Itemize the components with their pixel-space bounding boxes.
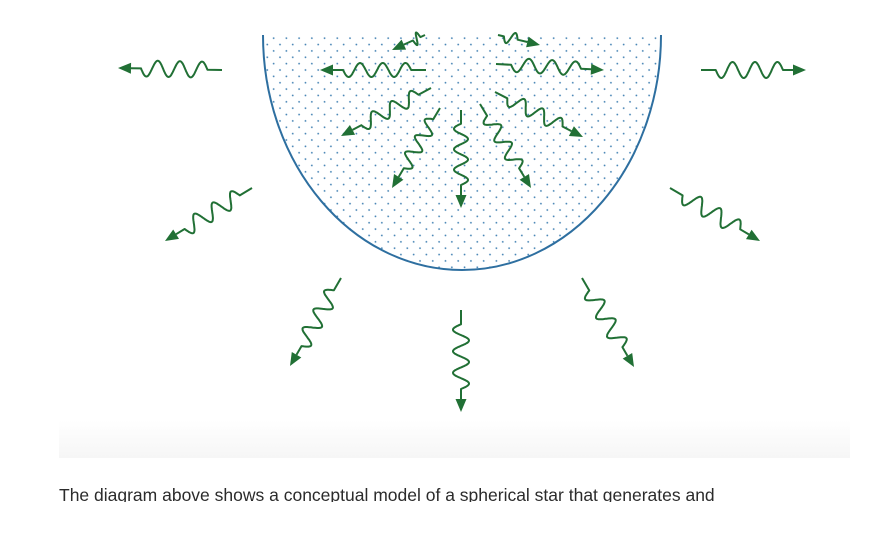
photon-wave <box>333 62 426 78</box>
photon-wave <box>130 59 223 79</box>
photon-outward-lower-right <box>669 187 760 241</box>
photon-inner-right <box>495 57 604 76</box>
photon-wave <box>352 87 432 131</box>
photon-outward-bottom <box>452 310 470 412</box>
star-body <box>262 34 662 271</box>
arrowhead-icon <box>392 39 407 50</box>
photon-wave <box>495 57 592 76</box>
photon-wave <box>494 91 572 132</box>
photon-outward-bottom-right <box>581 277 634 367</box>
arrowhead-icon <box>590 63 604 75</box>
arrowhead-icon <box>320 64 333 76</box>
arrowhead-icon <box>568 126 583 137</box>
arrowhead-icon <box>793 64 806 76</box>
photon-inner-top-left <box>392 31 426 50</box>
arrowhead-icon <box>455 195 467 208</box>
arrowhead-icon <box>622 353 634 367</box>
figure-bottom-edge <box>59 420 850 458</box>
arrowhead-icon <box>526 36 540 48</box>
photon-wave <box>701 61 793 79</box>
photon-wave <box>175 187 253 236</box>
photon-group <box>118 31 806 412</box>
photon-outward-left <box>118 59 223 79</box>
photon-inner-left <box>320 62 426 78</box>
arrowhead-icon <box>519 174 531 188</box>
photon-wave <box>453 110 469 195</box>
photon-inner-top-right <box>497 32 540 48</box>
arrowhead-icon <box>392 174 404 188</box>
caption-text: The diagram above shows a conceptual mod… <box>59 485 715 502</box>
arrowhead-icon <box>455 399 467 412</box>
photon-inner-right-diagonal <box>494 91 583 137</box>
arrowhead-icon <box>118 62 132 74</box>
photon-outward-lower-left <box>165 187 253 241</box>
photon-inner-left-diagonal <box>341 87 432 136</box>
photon-wave <box>397 107 441 178</box>
photon-wave <box>295 277 342 356</box>
photon-wave <box>581 277 629 357</box>
photon-wave <box>403 31 426 47</box>
photon-wave <box>669 187 750 236</box>
photon-wave <box>497 32 528 45</box>
photon-outward-bottom-left <box>290 277 342 366</box>
photon-inner-down <box>453 110 469 208</box>
arrowhead-icon <box>165 229 179 241</box>
arrowhead-icon <box>746 229 760 241</box>
photon-inner-lower-right <box>479 103 531 188</box>
photon-outward-right <box>701 61 806 79</box>
photon-wave <box>479 103 526 178</box>
photon-wave <box>452 310 470 399</box>
arrowhead-icon <box>290 352 302 366</box>
arrowhead-icon <box>341 125 356 136</box>
photon-inner-lower-left <box>392 107 441 188</box>
